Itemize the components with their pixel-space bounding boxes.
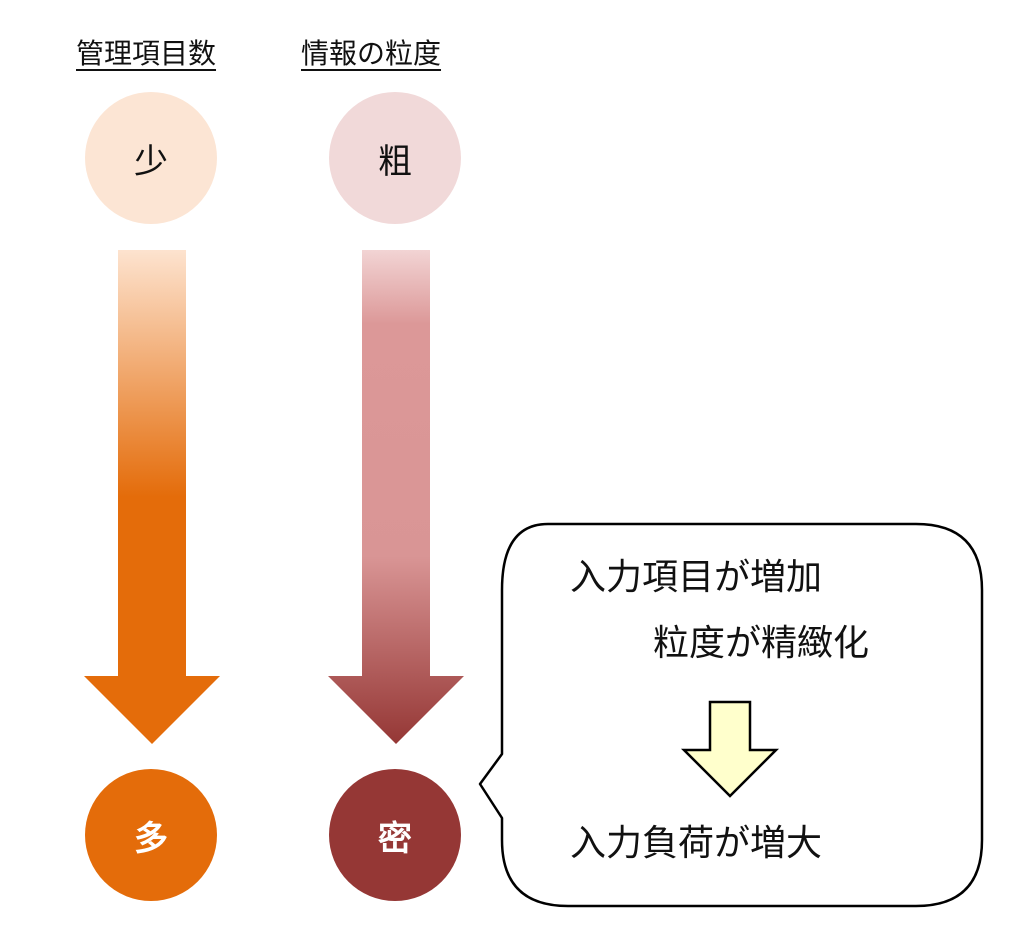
top-circle-few: 少	[85, 92, 217, 224]
callout-text-granularity-refined: 粒度が精緻化	[653, 623, 870, 664]
column-title-information-granularity: 情報の粒度	[301, 37, 442, 70]
callout-text-input-items-increase: 入力項目が増加	[570, 557, 823, 598]
bottom-circle-many: 多	[85, 769, 217, 901]
bottom-circle-dense-label: 密	[378, 818, 412, 859]
top-circle-few-label: 少	[134, 141, 168, 182]
callout-text-input-load-increase: 入力負荷が増大	[570, 823, 823, 864]
column-title-management-items: 管理項目数	[76, 37, 217, 70]
top-circle-coarse-label: 粗	[378, 141, 412, 182]
down-arrow-icon	[680, 700, 780, 798]
gradient-arrow-management-items	[84, 250, 220, 744]
top-circle-coarse: 粗	[329, 92, 461, 224]
bottom-circle-dense: 密	[329, 769, 461, 901]
gradient-arrow-information-granularity	[328, 250, 464, 744]
bottom-circle-many-label: 多	[134, 818, 168, 859]
